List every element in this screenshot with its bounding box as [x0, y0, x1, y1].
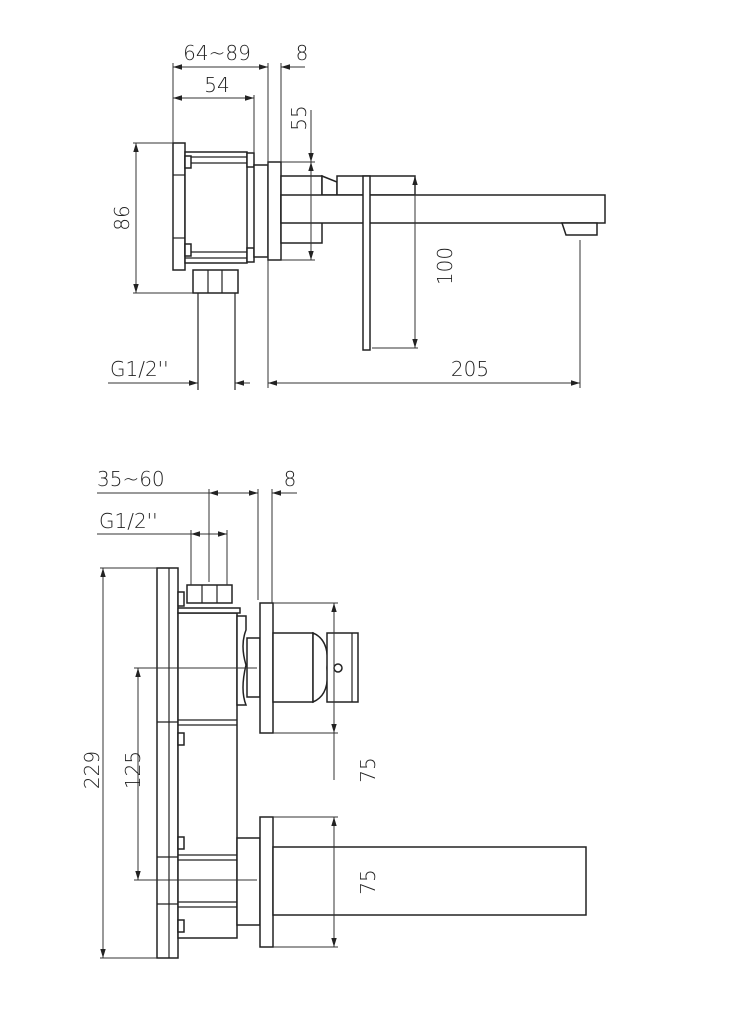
bolt-icon	[184, 155, 192, 169]
dim-inlet-thread-front: G1/2''	[99, 509, 158, 533]
bolt-icon	[177, 919, 185, 933]
dim-plate-thickness: 8	[296, 41, 309, 65]
bolt-icon	[184, 243, 192, 257]
dim-spout-plate: 75	[356, 869, 380, 894]
dim-spout-length: 205	[451, 357, 489, 381]
handle-wall-plate	[259, 602, 274, 734]
lever-handle	[362, 175, 371, 351]
bolt-icon	[177, 836, 185, 850]
spout-wall-plate	[259, 816, 274, 948]
front-dimensions: 35~60 8 G1/2'' 229 125 75 75	[80, 467, 380, 959]
aerator	[560, 222, 598, 236]
side-view: 64~89 8 54 55 86 100 205 G1/2''	[108, 41, 606, 390]
dim-wall-depth: 64~89	[183, 41, 251, 65]
spout-front	[272, 846, 587, 916]
mounting-box-front	[156, 567, 248, 959]
dim-spout-height: 100	[433, 247, 457, 285]
spout	[280, 194, 606, 224]
dim-center-distance: 125	[121, 751, 145, 789]
indicator-dot-icon	[333, 663, 343, 673]
dim-plate-thickness-front: 8	[284, 467, 297, 491]
dim-handle-plate: 75	[356, 757, 380, 782]
mixer-side	[267, 161, 606, 351]
dim-total-height: 229	[80, 751, 104, 789]
bolt-icon	[177, 591, 185, 607]
dim-wall-depth-front: 35~60	[97, 467, 165, 491]
inlet-nut	[186, 584, 233, 604]
dim-inlet-thread: G1/2''	[110, 357, 169, 381]
side-dimensions: 64~89 8 54 55 86 100 205 G1/2''	[108, 41, 581, 388]
dim-box-height: 86	[110, 205, 134, 230]
dim-body-depth: 54	[204, 73, 229, 97]
bolt-icon	[177, 732, 185, 746]
mounting-box	[172, 142, 269, 390]
front-view: 35~60 8 G1/2'' 229 125 75 75	[80, 467, 587, 959]
inlet-nut	[192, 269, 239, 294]
dim-plate-height: 55	[287, 105, 311, 130]
wall-plate	[267, 161, 282, 261]
mixer-front	[236, 602, 587, 948]
